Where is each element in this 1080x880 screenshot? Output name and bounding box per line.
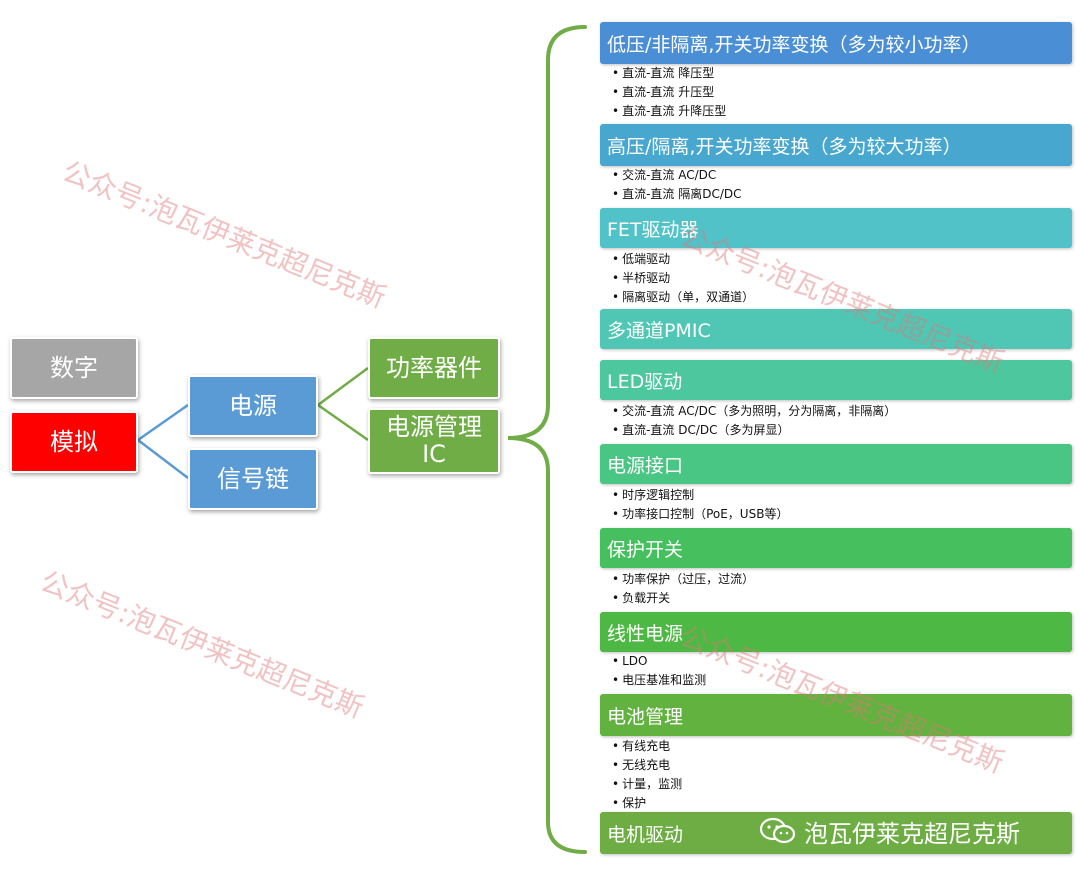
list-item: 时序逻辑控制 — [612, 486, 788, 505]
list-item: 无线充电 — [612, 756, 682, 775]
node-analog: 模拟 — [10, 411, 138, 473]
node-label: 模拟 — [50, 427, 98, 456]
category-fet-driver: FET驱动器 — [600, 208, 1072, 248]
node-power: 电源 — [188, 375, 318, 437]
category-items: LDO 电压基准和监测 — [612, 652, 706, 690]
category-title: 高压/隔离,开关功率变换（多为较大功率） — [607, 135, 962, 158]
list-item: 功率接口控制（PoE，USB等） — [612, 505, 788, 524]
brand-name: 泡瓦伊莱克超尼克斯 — [804, 819, 1020, 848]
category-title: 电机驱动 — [607, 823, 684, 846]
category-linear-power: 线性电源 — [600, 612, 1072, 652]
category-title: LED驱动 — [607, 370, 683, 393]
category-buck-boost: 低压/非隔离,开关功率变换（多为较小功率） — [600, 22, 1072, 64]
node-pmic: 电源管理IC — [368, 408, 500, 474]
category-power-interface: 电源接口 — [600, 444, 1072, 484]
category-items: 功率保护（过压，过流） 负载开关 — [612, 570, 754, 608]
list-item: 交流-直流 AC/DC（多为照明，分为隔离，非隔离） — [612, 402, 896, 421]
list-item: 直流-直流 隔离DC/DC — [612, 185, 741, 204]
node-label: 电源 — [229, 391, 277, 420]
list-item: 有线充电 — [612, 737, 682, 756]
category-items: 交流-直流 AC/DC 直流-直流 隔离DC/DC — [612, 166, 742, 204]
category-title: 电池管理 — [607, 705, 684, 728]
category-title: 多通道PMIC — [607, 319, 711, 342]
category-protection-switch: 保护开关 — [600, 528, 1072, 568]
list-item: 半桥驱动 — [612, 269, 754, 288]
brand-badge: 泡瓦伊莱克超尼克斯 — [758, 812, 1020, 850]
category-multichannel-pmic: 多通道PMIC — [600, 309, 1072, 349]
category-led-driver: LED驱动 — [600, 360, 1072, 400]
wechat-icon — [759, 817, 796, 844]
category-title: FET驱动器 — [607, 218, 699, 241]
list-item: 直流-直流 升降压型 — [612, 102, 726, 121]
category-title: 低压/非隔离,开关功率变换（多为较小功率） — [607, 33, 981, 56]
list-item: 计量，监测 — [612, 775, 682, 794]
list-item: 电压基准和监测 — [612, 671, 706, 690]
category-items: 有线充电 无线充电 计量，监测 保护 — [612, 737, 682, 813]
node-power-devices: 功率器件 — [368, 337, 500, 399]
node-digital: 数字 — [10, 337, 138, 399]
list-item: 功率保护（过压，过流） — [612, 570, 754, 589]
node-label: 电源管理IC — [386, 413, 482, 468]
curly-brace — [507, 25, 587, 854]
node-signal-chain: 信号链 — [188, 448, 318, 510]
list-item: 交流-直流 AC/DC — [612, 166, 742, 185]
category-items: 直流-直流 降压型 直流-直流 升压型 直流-直流 升降压型 — [612, 64, 726, 121]
list-item: 直流-直流 升压型 — [612, 83, 726, 102]
category-items: 交流-直流 AC/DC（多为照明，分为隔离，非隔离） 直流-直流 DC/DC（多… — [612, 402, 896, 440]
category-items: 低端驱动 半桥驱动 隔离驱动（单，双通道） — [612, 250, 754, 307]
category-title: 电源接口 — [607, 454, 684, 477]
list-item: 直流-直流 降压型 — [612, 64, 726, 83]
category-battery-management: 电池管理 — [600, 694, 1072, 736]
list-item: 隔离驱动（单，双通道） — [612, 288, 754, 307]
category-items: 时序逻辑控制 功率接口控制（PoE，USB等） — [612, 486, 788, 524]
node-label: 信号链 — [217, 464, 289, 493]
list-item: LDO — [612, 652, 706, 671]
list-item: 低端驱动 — [612, 250, 754, 269]
category-motor-driver: 电机驱动 — [600, 812, 1072, 854]
list-item: 负载开关 — [612, 589, 754, 608]
category-isolated: 高压/隔离,开关功率变换（多为较大功率） — [600, 124, 1072, 166]
category-title: 保护开关 — [607, 538, 684, 561]
node-label: 功率器件 — [386, 353, 482, 382]
category-title: 线性电源 — [607, 622, 684, 645]
node-label: 数字 — [50, 353, 98, 382]
list-item: 直流-直流 DC/DC（多为屏显） — [612, 421, 896, 440]
list-item: 保护 — [612, 794, 682, 813]
